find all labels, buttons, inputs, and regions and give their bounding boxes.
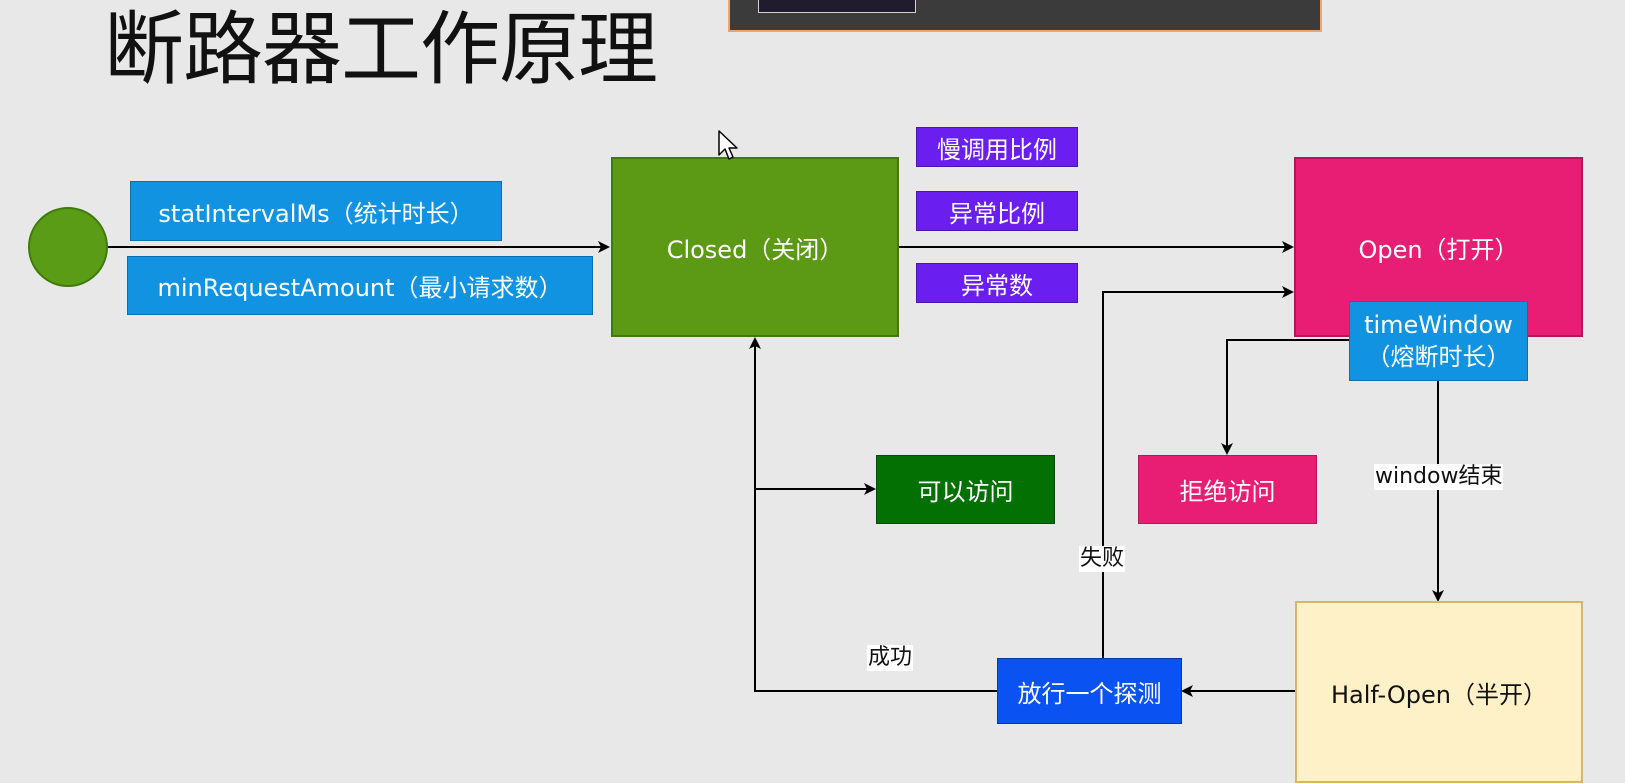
outcome-allow: 可以访问 <box>876 455 1055 524</box>
condition-error-count: 异常数 <box>916 263 1078 303</box>
edge-open-to-reject <box>1221 339 1349 455</box>
page-title: 断路器工作原理 <box>104 3 658 96</box>
screen-toolbar <box>728 0 1322 32</box>
start-node <box>28 207 108 287</box>
toolbar-thumbnail <box>758 0 916 13</box>
time-window-name: timeWindow <box>1364 311 1513 339</box>
outcome-probe: 放行一个探测 <box>997 658 1182 724</box>
edge-label-fail: 失败 <box>1079 546 1126 572</box>
edge-probe-to-closed <box>749 337 997 692</box>
time-window-desc: （熔断时长） <box>1366 343 1511 371</box>
edge-label-success: 成功 <box>867 645 914 671</box>
mouse-cursor-icon <box>718 130 738 160</box>
outcome-reject: 拒绝访问 <box>1138 455 1317 524</box>
condition-error-ratio: 异常比例 <box>916 191 1078 231</box>
edge-probe-to-open <box>1102 286 1294 658</box>
time-window-label: timeWindow （熔断时长） <box>1349 301 1528 381</box>
state-half-open: Half-Open（半开） <box>1295 601 1583 783</box>
edge-label-window-end: window结束 <box>1374 464 1504 490</box>
state-closed: Closed（关闭） <box>611 157 899 337</box>
stat-interval-label: statIntervalMs（统计时长） <box>130 181 502 241</box>
condition-slow-call-ratio: 慢调用比例 <box>916 127 1078 167</box>
min-request-label: minRequestAmount（最小请求数） <box>127 256 593 315</box>
